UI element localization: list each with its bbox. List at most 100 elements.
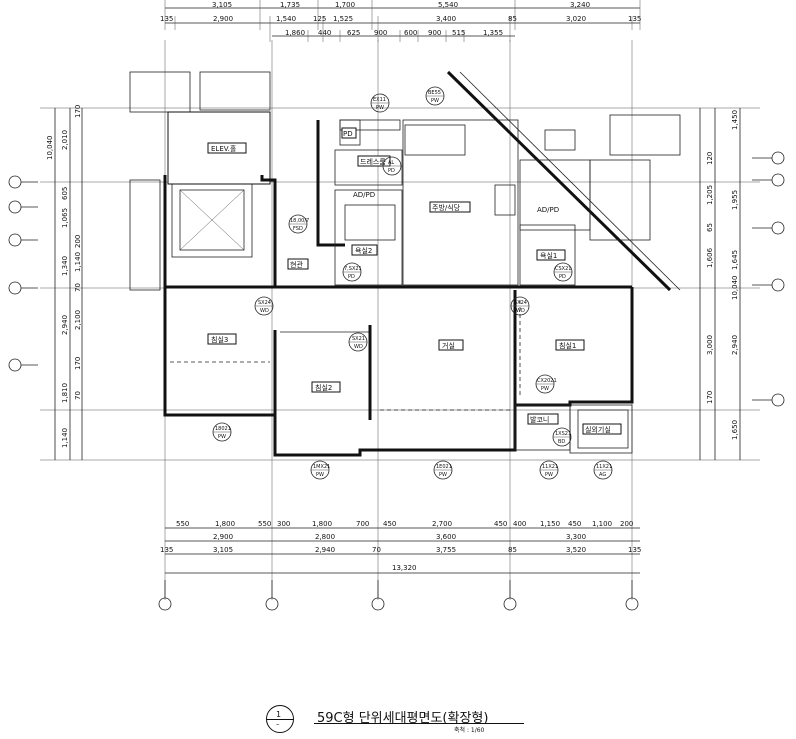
label-ad-pd-left: AD/PD [353, 191, 375, 199]
dim-top2-8: 135 [628, 15, 641, 23]
label-kitchen: 주방/식당 [432, 203, 461, 212]
dim-top2-0: 135 [160, 15, 173, 23]
svg-text:WD: WD [260, 308, 269, 314]
svg-text:SX24: SX24 [514, 300, 527, 306]
left-grid-markers [8, 175, 38, 372]
dim-top3-7: 1,355 [483, 29, 503, 37]
label-bed1: 침실1 [559, 341, 576, 350]
label-elev-hall: ELEV.홀 [211, 144, 237, 153]
dim-right-total: 10,040 [731, 276, 739, 301]
dim-bot3-0: 135 [160, 546, 173, 554]
dim-bot1-5: 700 [356, 520, 369, 528]
svg-text:CX2021: CX2021 [537, 378, 557, 384]
right-grid-markers [752, 151, 785, 407]
label-utility: 실외기실 [585, 425, 611, 434]
dim-bot3-1: 3,105 [213, 546, 233, 554]
dim-bot3-2: 2,940 [315, 546, 335, 554]
dim-left-6: 1,140 [61, 428, 69, 448]
dim-right-2: 1,645 [731, 250, 739, 270]
dim-top2-3: 125 [313, 15, 326, 23]
dim-bot1-0: 550 [176, 520, 189, 528]
dim-right-in-0: 120 [706, 152, 714, 165]
dim-right-4: 1,650 [731, 420, 739, 440]
svg-text:SX21: SX21 [352, 336, 365, 342]
left-dimension-chains: 10,040 2,010 605 1,065 1,340 2,940 1,810… [46, 105, 83, 460]
svg-text:PD: PD [388, 168, 395, 174]
dim-right-in-2: 65 [706, 223, 714, 232]
svg-text:AL: AL [388, 160, 394, 166]
dim-top2-4: 1,525 [333, 15, 353, 23]
svg-text:PW: PW [541, 386, 549, 392]
dim-right-in-3: 1,606 [706, 247, 714, 268]
dim-left-in-1: 200 [74, 235, 82, 248]
dim-top1-1: 1,735 [280, 1, 300, 9]
dim-top3-6: 515 [452, 29, 465, 37]
detail-number: 1 [276, 710, 282, 719]
svg-text:PD: PD [348, 274, 355, 280]
label-pd-top: PD [343, 130, 353, 138]
dim-bottom-total: 13,320 [392, 564, 417, 572]
bottom-grid-markers [158, 580, 639, 611]
dim-top1-2: 1,700 [335, 1, 355, 9]
drawing-scale: 축척 : 1/60 [454, 727, 485, 734]
dim-bot1-3: 300 [277, 520, 290, 528]
drawing-title-block: 1 – 59C형 단위세대평면도(확장형) 축척 : 1/60 [262, 703, 532, 737]
dim-bot1-4: 1,800 [312, 520, 332, 528]
dim-bot3-5: 85 [508, 546, 517, 554]
dim-bot1-13: 200 [620, 520, 633, 528]
dim-right-in-1: 1,205 [706, 185, 714, 205]
dim-top3-4: 600 [404, 29, 417, 37]
dim-bot3-3: 70 [372, 546, 381, 554]
dim-bot3-7: 135 [628, 546, 641, 554]
dim-left-total: 10,040 [46, 136, 54, 161]
top-dimension-chains: 3,105 1,735 1,700 5,540 3,240 135 2,900 … [160, 0, 641, 42]
svg-text:WD: WD [516, 308, 525, 314]
dim-bot3-6: 3,520 [566, 546, 586, 554]
svg-text:1XS21: 1XS21 [555, 431, 571, 437]
dim-top2-5: 3,400 [436, 15, 456, 23]
dim-bot1-1: 1,800 [215, 520, 235, 528]
dim-top2-6: 85 [508, 15, 517, 23]
svg-text:PD: PD [559, 274, 566, 280]
dim-top2-1: 2,900 [213, 15, 233, 23]
svg-text:PW: PW [316, 472, 324, 478]
dim-right-3: 2,940 [731, 335, 739, 355]
label-dress: 드레스룸 [360, 157, 386, 166]
label-balcony: 발코니 [530, 415, 549, 424]
dim-right-0: 1,450 [731, 110, 739, 130]
dim-bot1-2: 550 [258, 520, 271, 528]
dim-top1-4: 3,240 [570, 1, 590, 9]
label-bath1: 욕실1 [540, 251, 557, 260]
dim-right-in-5: 170 [706, 391, 714, 404]
dim-top2-2: 1,540 [276, 15, 296, 23]
label-ad-pd-right: AD/PD [537, 206, 559, 214]
dim-left-2: 1,065 [61, 208, 69, 228]
room-labels: ELEV.홀 PD 드레스룸 AD/PD 욕실2 주방/식당 AD/PD 욕실1… [207, 127, 622, 435]
dim-bot1-6: 450 [383, 520, 396, 528]
svg-text:EX11: EX11 [373, 97, 386, 103]
dim-top3-1: 440 [318, 29, 331, 37]
svg-text:18021: 18021 [215, 426, 231, 432]
dim-right-in-4: 3,000 [706, 335, 714, 355]
svg-text:PW: PW [439, 472, 447, 478]
dim-left-5: 1,810 [61, 383, 69, 403]
svg-text:BD: BD [558, 439, 565, 445]
dim-bot1-10: 1,150 [540, 520, 560, 528]
dim-top1-0: 3,105 [212, 1, 232, 9]
dim-left-0: 2,010 [61, 130, 69, 150]
dim-left-4: 2,940 [61, 315, 69, 335]
svg-text:CSX21: CSX21 [555, 266, 571, 272]
svg-text:PW: PW [218, 434, 226, 440]
dim-left-in-6: 70 [74, 391, 82, 400]
